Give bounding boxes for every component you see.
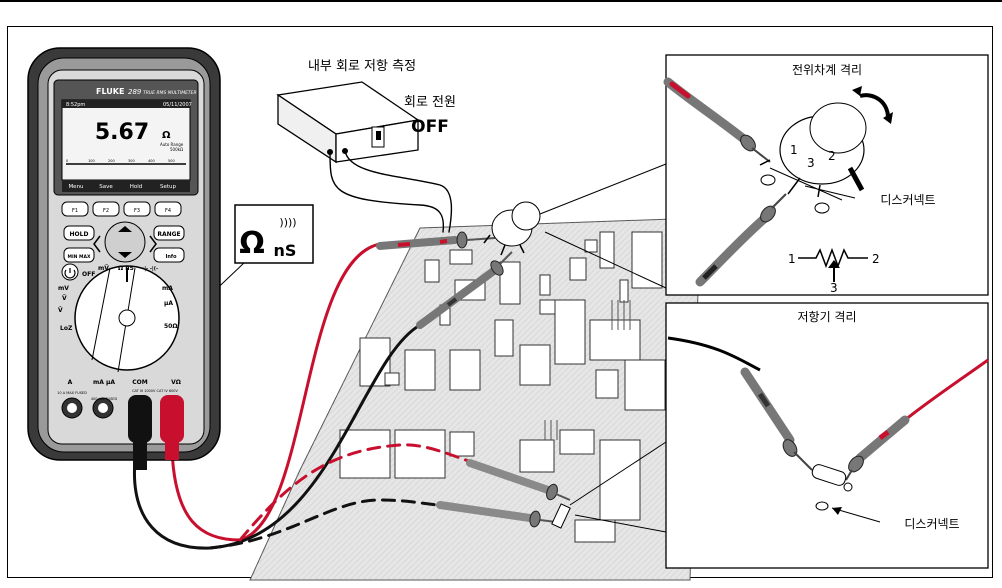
jack-v-label: VΩ	[171, 379, 181, 386]
hold-label: HOLD	[70, 231, 89, 238]
minmax-button[interactable]	[63, 247, 95, 263]
symbol-pin-left: 1	[788, 252, 796, 266]
continuity-sound-icon: ))))	[279, 216, 296, 229]
resistor-detail	[667, 336, 989, 523]
power-supply-box	[276, 81, 420, 164]
meter-range-text: Auto Range	[160, 142, 184, 147]
panel-resistor-isolation	[665, 302, 989, 569]
ohm-badge	[234, 204, 314, 264]
dial-ma: mA	[162, 285, 173, 292]
f4-label: F4	[165, 208, 171, 214]
meter-model-desc: TRUE RMS MULTIMETER	[143, 90, 197, 96]
meter-unit: Ω	[162, 130, 171, 141]
meter-reading: 5.67	[95, 120, 149, 145]
dial-ua: µA	[164, 300, 173, 307]
test-wires	[132, 150, 484, 550]
svg-text:200: 200	[108, 159, 115, 163]
svg-text:0: 0	[66, 159, 68, 163]
meter-model: 289	[128, 88, 142, 96]
pot-pin-3: 3	[807, 156, 815, 170]
minmax-label: MIN MAX	[68, 254, 91, 260]
symbol-pin-wiper: 3	[830, 281, 838, 295]
res-panel-title: 저항기 격리	[797, 310, 856, 324]
jack-a-label: A	[68, 379, 73, 386]
ohm-badge-symbol: Ω	[239, 226, 265, 261]
red-probe-alt	[466, 459, 571, 501]
dial-50ohm: 50Ω	[164, 323, 177, 330]
ohm-badge-ns: nS	[274, 241, 297, 260]
jack-a-note: 10 A MAX FUSED	[57, 391, 87, 395]
pot-pin-2: 2	[828, 149, 836, 163]
hold-button[interactable]	[63, 225, 95, 241]
softkey-menu[interactable]: Menu	[68, 184, 83, 190]
status-time: 8:52pm	[66, 102, 85, 108]
res-disconnect-label: 디스커넥트	[904, 517, 959, 531]
status-date: 05/11/2007	[163, 102, 192, 108]
svg-text:100: 100	[88, 159, 95, 163]
jack-ma-note: 400 mA FUSED	[91, 397, 118, 401]
svg-text:500: 500	[168, 159, 175, 163]
svg-text:400: 400	[148, 159, 155, 163]
softkey-setup[interactable]: Setup	[160, 184, 177, 190]
dial-mvac: mṼ	[98, 265, 109, 272]
f3-label: F3	[134, 208, 140, 214]
f2-label: F2	[103, 208, 109, 214]
page-top-rule	[0, 0, 1002, 2]
symbol-pin-right: 2	[872, 252, 880, 266]
jack-com-label: COM	[132, 379, 148, 386]
dial-ohm-ns: Ω nS	[118, 265, 134, 272]
meter-display	[61, 99, 191, 181]
pot-disconnect-label: 디스커넥트	[880, 193, 935, 207]
dial-off: OFF	[82, 271, 95, 278]
jack-cat-note: CAT III 1000V CAT IV 600V	[132, 389, 178, 393]
dial-vac: Ṽ	[62, 295, 67, 302]
jack-ma-label: mA µA	[93, 379, 115, 386]
power-state: OFF	[411, 117, 449, 137]
red-probe-main	[376, 231, 496, 250]
meter-range-value: 500kΩ	[170, 147, 183, 152]
f4-key[interactable]	[154, 201, 182, 217]
pot-panel-title: 전위차계 격리	[792, 63, 862, 77]
board-potentiometer	[483, 201, 541, 256]
black-probe-alt	[436, 501, 571, 529]
softkey-save[interactable]: Save	[99, 184, 113, 190]
meter-brand: FLUKE	[96, 87, 124, 96]
range-label: RANGE	[157, 231, 180, 238]
svg-text:300: 300	[128, 159, 135, 163]
dial-loz: LoZ	[60, 325, 73, 332]
softkey-hold[interactable]: Hold	[130, 184, 143, 190]
com-plug	[128, 395, 152, 443]
f3-key[interactable]	[123, 201, 151, 217]
f1-key[interactable]	[61, 201, 89, 217]
multimeter	[27, 47, 221, 470]
dial-mvdc: mV	[58, 285, 69, 292]
info-button[interactable]	[153, 247, 185, 263]
power-label: 회로 전원	[404, 95, 456, 110]
dial-vdc: V̄	[58, 307, 63, 314]
black-probe-main	[416, 251, 513, 329]
f2-key[interactable]	[92, 201, 120, 217]
pot-pin-1: 1	[790, 143, 798, 157]
f1-label: F1	[72, 208, 78, 214]
bargraph-ticks: 0 100 200 300 400 500	[66, 159, 175, 163]
dial-diode-cap: →|- -|(-	[140, 266, 158, 272]
range-button[interactable]	[153, 225, 185, 241]
title-measure: 내부 회로 저항 측정	[308, 59, 416, 74]
pot-detail	[663, 77, 893, 287]
info-label: Info	[165, 254, 177, 260]
v-plug	[160, 395, 184, 443]
